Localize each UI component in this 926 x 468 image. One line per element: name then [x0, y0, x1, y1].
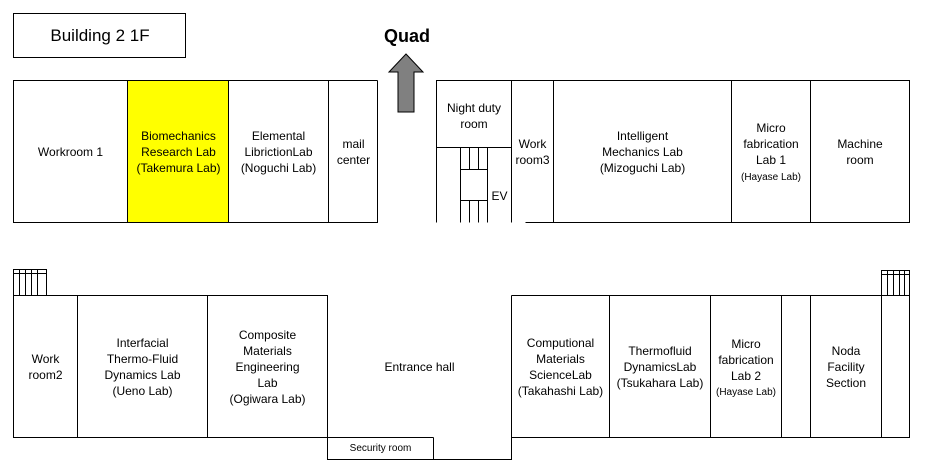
room-machine-room: Machine room: [837, 137, 883, 167]
room-workroom-3: Work room3: [515, 137, 550, 167]
up-arrow-icon: [387, 53, 425, 113]
room-thermofluid-dynamics-lab: Thermofluid DynamicsLab (Tsukahara Lab): [616, 344, 704, 390]
room-security: Security room: [349, 443, 412, 454]
stairs-top: [460, 147, 488, 223]
room-intelligent-mechanics-lab: Intelligent Mechanics Lab (Mizoguchi Lab…: [599, 129, 686, 175]
room-micro-fabrication-lab-2: Micro fabrication Lab 2: [718, 337, 774, 383]
room-night-duty: Night duty room: [446, 101, 502, 131]
room-interfacial-thermo-fluid-lab: Interfacial Thermo-Fluid Dynamics Lab (U…: [104, 336, 181, 398]
room-composite-materials-lab: Composite Materials Engineering Lab (Ogi…: [229, 328, 306, 406]
entrance-hall-outline: [327, 295, 512, 460]
room-workroom-1: Workroom 1: [37, 145, 104, 159]
title-box: [13, 13, 186, 58]
room-entrance-hall: Entrance hall: [384, 360, 455, 374]
elevator-label: EV: [491, 189, 508, 203]
room-elemental-lab: Elemental LibrictionLab (Noguchi Lab): [240, 129, 317, 175]
room-computational-materials-lab: Computional Materials ScienceLab (Takaha…: [517, 336, 604, 398]
room-micro-fabrication-lab-1: Micro fabrication Lab 1: [743, 121, 799, 167]
stairs-bottom-left: [13, 269, 47, 296]
quad-label: Quad: [383, 26, 430, 46]
top-wing-east-outline: [436, 80, 910, 223]
room-workroom-2: Work room2: [28, 352, 63, 382]
stairs-bottom-right: [881, 270, 910, 296]
room-micro-fabrication-lab-2-owner: (Hayase Lab): [715, 386, 777, 398]
room-biomechanics-lab: Biomechanics Research Lab (Takemura Lab): [136, 129, 221, 175]
room-mail-center: mail center: [336, 137, 371, 167]
page-title: Building 2 1F: [50, 26, 150, 45]
room-noda-facility-section: Noda Facility Section: [825, 344, 867, 390]
room-micro-fabrication-lab-1-owner: (Hayase Lab): [740, 171, 802, 183]
biomechanics-room-fill: [127, 80, 229, 223]
